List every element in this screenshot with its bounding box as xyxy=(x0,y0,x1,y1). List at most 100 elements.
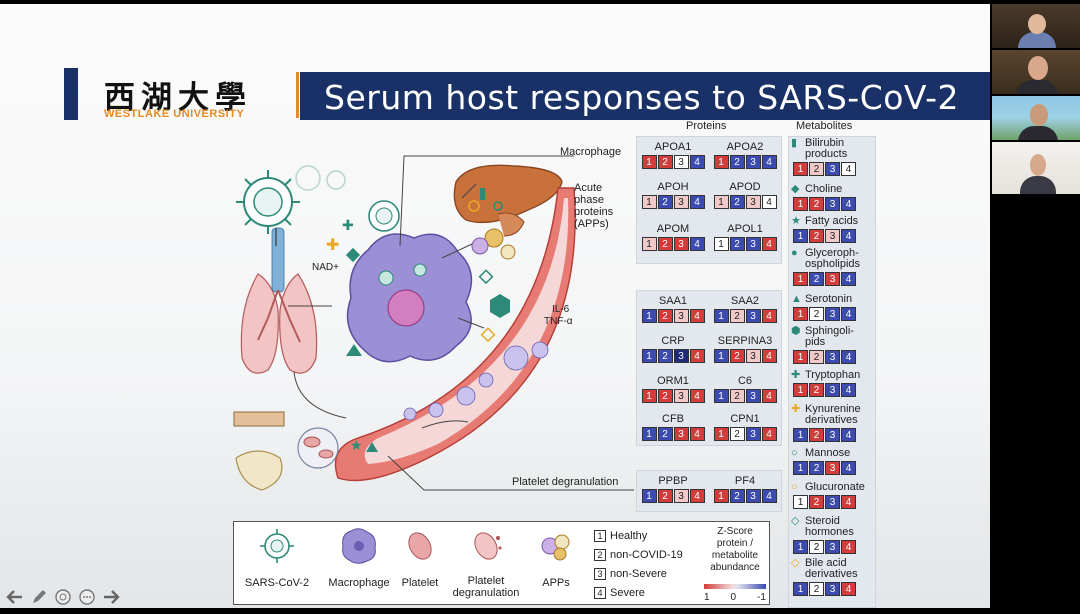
nad-label: NAD+ xyxy=(312,262,339,273)
metabolite-icon: ◇ xyxy=(791,515,800,527)
slide-title: Serum host responses to SARS-CoV-2 xyxy=(324,78,959,117)
metabolite-name: Sphingoli- pids xyxy=(805,325,854,348)
group-box: 4 xyxy=(841,307,856,321)
macrophage-icon xyxy=(346,233,473,363)
participant-video-1[interactable] xyxy=(992,4,1080,48)
svg-text:★: ★ xyxy=(350,438,363,454)
group-box: 1 xyxy=(713,155,729,169)
protein-name: APOD xyxy=(729,181,761,193)
group-box: 1 xyxy=(793,197,808,211)
presentation-toolbar xyxy=(4,586,122,608)
participant-video-4[interactable] xyxy=(992,142,1080,194)
group-box: 3 xyxy=(673,309,689,323)
group-box: 3 xyxy=(825,540,840,554)
platelet-degranulation-label: Platelet degranulation xyxy=(512,476,619,488)
group-box: 4 xyxy=(841,495,856,509)
metabolite-icon: ▮ xyxy=(791,137,798,149)
zoom-icon[interactable] xyxy=(52,586,74,608)
group-box: 3 xyxy=(673,349,689,363)
protein-name: APOA2 xyxy=(726,141,764,153)
group-box: 3 xyxy=(825,272,840,286)
metabolite-icon: ○ xyxy=(791,447,798,459)
group-box: 1 xyxy=(713,489,729,503)
group-box: 2 xyxy=(809,540,824,554)
protein-name: SERPINA3 xyxy=(717,335,773,347)
group-box: 3 xyxy=(745,237,761,251)
metabolite-name: Steroid hormones xyxy=(805,515,854,538)
group-box: 4 xyxy=(761,489,777,503)
legend-apps: APPs xyxy=(524,526,588,589)
group-box: 2 xyxy=(657,489,673,503)
group-box: 1 xyxy=(713,427,729,441)
presentation-slide: 西湖大學 WESTLAKE UNIVERSITY Serum host resp… xyxy=(0,4,990,608)
legend-sars: SARS-CoV-2 xyxy=(240,526,314,589)
protein-name: PF4 xyxy=(734,475,756,487)
svg-text:✚: ✚ xyxy=(342,218,354,234)
pen-icon[interactable] xyxy=(28,586,50,608)
participant-video-2[interactable] xyxy=(992,50,1080,94)
group-box: 2 xyxy=(729,349,745,363)
prev-arrow-icon[interactable] xyxy=(4,586,26,608)
svg-text:✚: ✚ xyxy=(326,235,339,254)
protein-name: PPBP xyxy=(658,475,688,487)
metabolite-name: Bilirubin products xyxy=(805,137,848,160)
group-box: 1 xyxy=(793,272,808,286)
group-box: 1 xyxy=(641,155,657,169)
group-box: 1 xyxy=(793,229,808,243)
group-box: 3 xyxy=(745,489,761,503)
bottom-letterbox xyxy=(0,608,1080,614)
group-box: 1 xyxy=(793,162,808,176)
next-arrow-icon[interactable] xyxy=(100,586,122,608)
group-box: 2 xyxy=(809,582,824,596)
group-box: 3 xyxy=(673,237,689,251)
group-box: 4 xyxy=(761,195,777,209)
apps-label: Acute phase proteins (APPs) xyxy=(574,182,614,230)
group-box: 4 xyxy=(689,389,705,403)
metabolite-name: Kynurenine derivatives xyxy=(805,403,861,426)
group-box: 2 xyxy=(657,349,673,363)
group-box: 1 xyxy=(793,582,808,596)
group-box: 3 xyxy=(825,495,840,509)
participant-video-3[interactable] xyxy=(992,96,1080,140)
group-box: 4 xyxy=(841,272,856,286)
group-box: 2 xyxy=(657,389,673,403)
protein-name: APOA1 xyxy=(654,141,692,153)
group-box: 4 xyxy=(841,540,856,554)
metabolite-name: Bile acid derivatives xyxy=(805,557,858,580)
group-box: 4 xyxy=(689,237,705,251)
virus-icon xyxy=(236,170,300,234)
protein-name: CRP xyxy=(661,335,685,347)
group-box: 1 xyxy=(641,195,657,209)
protein-name: APOM xyxy=(656,223,690,235)
group-box: 1 xyxy=(713,309,729,323)
group-box: 2 xyxy=(729,389,745,403)
group-box: 4 xyxy=(689,489,705,503)
group-box: 4 xyxy=(761,309,777,323)
zscore-colorbar xyxy=(704,584,766,589)
group-box: 1 xyxy=(793,495,808,509)
legend-label: Platelet xyxy=(401,577,439,589)
metabolite-icon: ◆ xyxy=(791,183,800,195)
logo-english: WESTLAKE UNIVERSITY xyxy=(104,108,245,120)
cells xyxy=(403,341,549,421)
group-box: 1 xyxy=(793,540,808,554)
platelet-icon xyxy=(297,427,339,469)
metabolite-icon: ★ xyxy=(791,215,801,227)
metabolite-icon: ✚ xyxy=(791,403,801,415)
more-icon[interactable] xyxy=(76,586,98,608)
protein-name: SAA1 xyxy=(658,295,688,307)
protein-name: ORM1 xyxy=(657,375,689,387)
